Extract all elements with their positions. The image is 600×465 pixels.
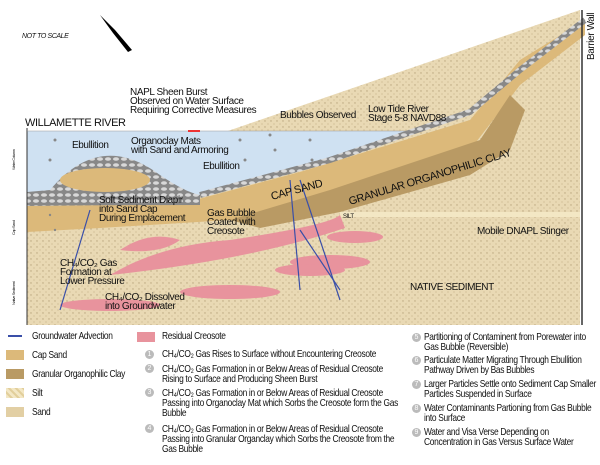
zone-native: Native Sediment xyxy=(11,280,16,305)
zone-cap: Cap Sand xyxy=(11,220,16,235)
napl-label: NAPL Sheen Burst xyxy=(130,87,208,98)
process-5: Partitioning of Contaminent from Porewat… xyxy=(424,331,586,353)
process-7: Larger Particles Settle onto Sediment Ca… xyxy=(424,378,597,400)
legend-advection: Groundwater Advection xyxy=(32,330,113,342)
organophilic-clay-layer xyxy=(230,95,525,228)
legend-arrow-icon xyxy=(8,335,22,337)
river-label: WILLAMETTE RIVER xyxy=(25,117,126,129)
bubbles-label: Bubbles Observed xyxy=(280,110,356,121)
low-tide-label-2: Stage 5-8 NAVD88 xyxy=(368,113,447,124)
legend-cap-sand-swatch xyxy=(6,350,24,360)
legend-clay: Granular Organophilic Clay xyxy=(32,368,125,380)
legend-creosote-swatch xyxy=(137,332,155,342)
residual-creosote xyxy=(60,215,383,311)
diapir-label-2: into Sand Cap xyxy=(99,204,158,215)
process-7-icon: 7 xyxy=(412,380,421,389)
native-label: NATIVE SEDIMENT xyxy=(410,282,494,293)
process-3-icon: 3 xyxy=(145,388,154,397)
process-6-icon: 6 xyxy=(412,356,421,365)
north-arrow-icon xyxy=(100,15,132,52)
process-5-icon: 5 xyxy=(412,333,421,342)
process-2-icon: 2 xyxy=(145,364,154,373)
low-tide-label: Low Tide River xyxy=(368,104,430,115)
process-3: CH₄/CO₂ Gas Formation in or Below Areas … xyxy=(162,387,398,419)
process-8: Water Contaminants Partioning from Gas B… xyxy=(424,402,592,424)
legend-silt: Silt xyxy=(32,387,43,399)
process-4-icon: 4 xyxy=(145,424,154,433)
ebullition-mid: Ebullition xyxy=(203,161,240,172)
gas-bubble-label-3: Creosote xyxy=(207,226,245,237)
organoclay-label-2: with Sand and Armoring xyxy=(130,145,228,156)
armor-slope xyxy=(199,17,587,198)
diapir-label-3: During Emplacement xyxy=(99,213,186,224)
process-1-icon: 1 xyxy=(145,350,154,359)
legend-silt-swatch xyxy=(6,388,24,398)
process-2: CH₄/CO₂ Gas Formation in or Below Areas … xyxy=(162,363,383,385)
gas-formation-label-2: Formation at xyxy=(60,267,112,278)
process-6: Particulate Matter Migrating Through Ebu… xyxy=(424,354,582,376)
process-1: CH₄/CO₂ Gas Rises to Surface without Enc… xyxy=(162,348,377,360)
legend-clay-swatch xyxy=(6,369,24,379)
napl-label-3: Requiring Corrective Measures xyxy=(130,105,257,116)
cap-sand-layer xyxy=(27,20,585,232)
gas-formation-label-3: Lower Pressure xyxy=(60,276,125,287)
diapir-label: Soft Sediment Diapir xyxy=(99,195,184,206)
process-9-icon: 9 xyxy=(412,428,421,437)
dissolved-label: CH₄/CO₂ Dissolved xyxy=(105,292,185,303)
cross-section: NOT TO SCALE Barrier Wall WILLAMETTE RIV… xyxy=(11,10,597,325)
silt-label: SILT xyxy=(343,214,354,220)
gas-bubbles xyxy=(48,133,314,232)
gas-bubble-label-2: Coated with xyxy=(207,217,255,228)
stinger-label: Mobile DNAPL Stinger xyxy=(477,226,570,237)
gas-formation-label: CH₄/CO₂ Gas xyxy=(60,258,117,269)
ebullition-left: Ebullition xyxy=(72,140,109,151)
organoclay-label: Organoclay Mats xyxy=(131,136,201,147)
zone-water: Water Column xyxy=(11,149,16,170)
dissolved-label-2: into Groundwater xyxy=(105,301,176,312)
process-8-icon: 8 xyxy=(412,404,421,413)
legend-creosote: Residual Creosote xyxy=(162,330,226,342)
groundwater-advection-arrows xyxy=(59,179,341,311)
process-9: Water and Visa Verse Depending on Concen… xyxy=(424,426,574,448)
legend-sand: Sand xyxy=(32,406,51,418)
legend-cap-sand: Cap Sand xyxy=(32,349,67,361)
silt-layer xyxy=(340,212,580,217)
scale-note: NOT TO SCALE xyxy=(22,33,69,40)
diapir-sand xyxy=(60,168,150,192)
gas-bubble-label: Gas Bubble xyxy=(207,208,256,219)
process-4: CH₄/CO₂ Gas Formation in or Below Areas … xyxy=(162,423,395,455)
legend-sand-swatch xyxy=(6,407,24,417)
barrier-wall-label: Barrier Wall xyxy=(586,13,597,60)
napl-label-2: Observed on Water Surface xyxy=(130,96,244,107)
